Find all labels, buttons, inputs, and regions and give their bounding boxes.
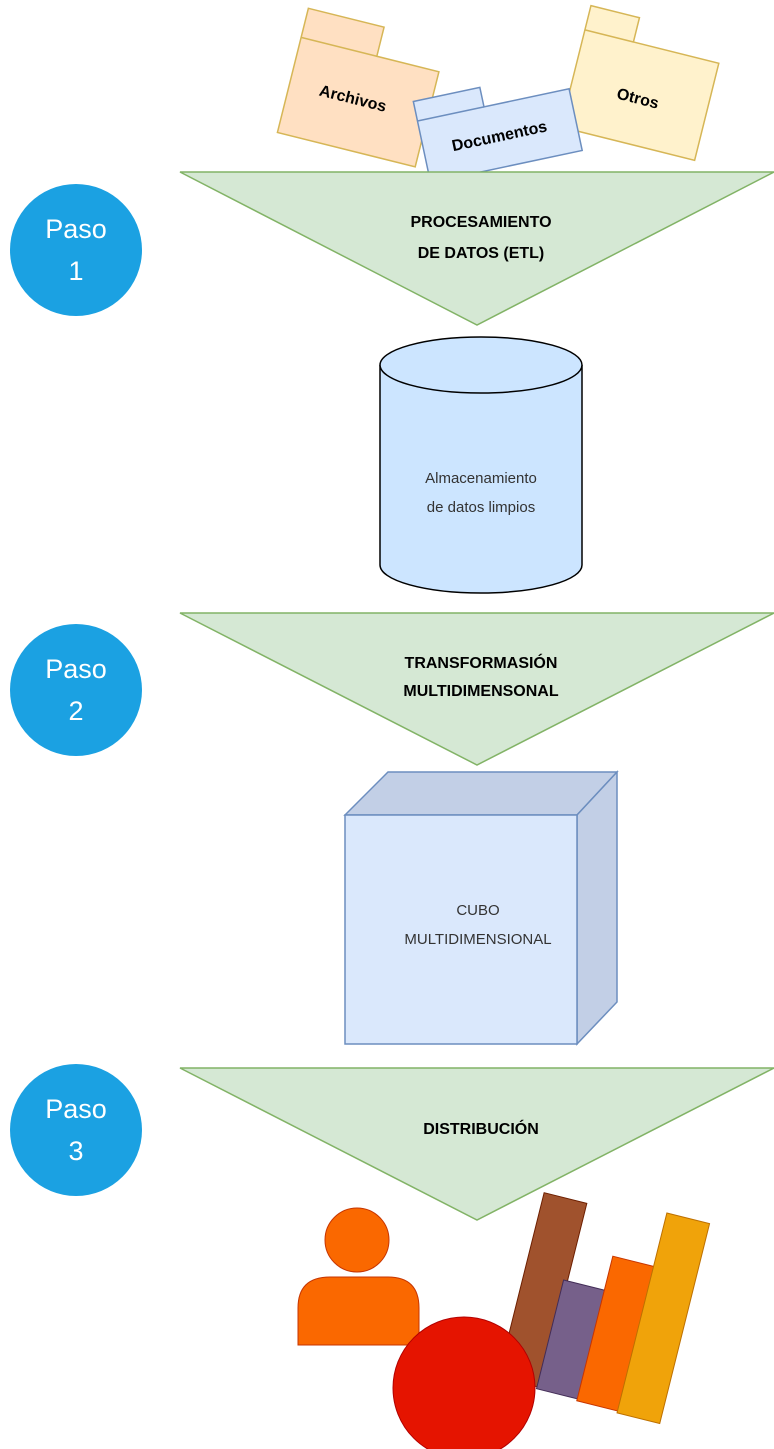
step-3: DISTRIBUCIÓN Paso 3: [10, 1064, 774, 1221]
step-3-funnel: [179, 1067, 774, 1221]
clean-data-storage: Almacenamiento de datos limpios: [379, 336, 583, 594]
step-1-badge-line1: Paso: [45, 214, 107, 244]
step-1-funnel: [179, 171, 774, 326]
multidimensional-cube: CUBO MULTIDIMENSIONAL: [343, 770, 619, 1046]
bar-chart-icon: [497, 1192, 711, 1425]
folder-archivos: Archivos: [276, 7, 440, 168]
cube-label-line2: MULTIDIMENSIONAL: [404, 931, 551, 948]
step-1-label-line1: PROCESAMIENTO: [410, 214, 551, 231]
step-2-label-line2: MULTIDIMENSONAL: [403, 683, 558, 700]
step-2: TRANSFORMASIÓN MULTIDIMENSONAL Paso 2: [10, 612, 774, 766]
step-3-badge-line1: Paso: [45, 1094, 107, 1124]
folder-otros: Otros: [559, 4, 720, 162]
step-3-badge-line2: 3: [68, 1136, 83, 1166]
step-2-badge-line1: Paso: [45, 654, 107, 684]
red-circle-icon: [392, 1316, 536, 1449]
user-icon: [297, 1207, 420, 1346]
step-1-badge-line2: 1: [68, 256, 83, 286]
storage-label-line2: de datos limpios: [427, 499, 535, 516]
cube-label-line1: CUBO: [456, 902, 499, 919]
storage-label-line1: Almacenamiento: [425, 470, 537, 487]
folder-documentos: Documentos: [412, 86, 584, 184]
step-2-badge-line2: 2: [68, 696, 83, 726]
step-3-label-line1: DISTRIBUCIÓN: [423, 1119, 539, 1138]
step-1-badge: [10, 184, 142, 316]
step-1-label-line2: DE DATOS (ETL): [418, 245, 545, 262]
step-3-badge: [10, 1064, 142, 1196]
step-2-funnel: [179, 612, 774, 766]
step-1: PROCESAMIENTO DE DATOS (ETL) Paso 1: [10, 171, 774, 326]
step-2-badge: [10, 624, 142, 756]
step-2-label-line1: TRANSFORMASIÓN: [405, 653, 558, 672]
